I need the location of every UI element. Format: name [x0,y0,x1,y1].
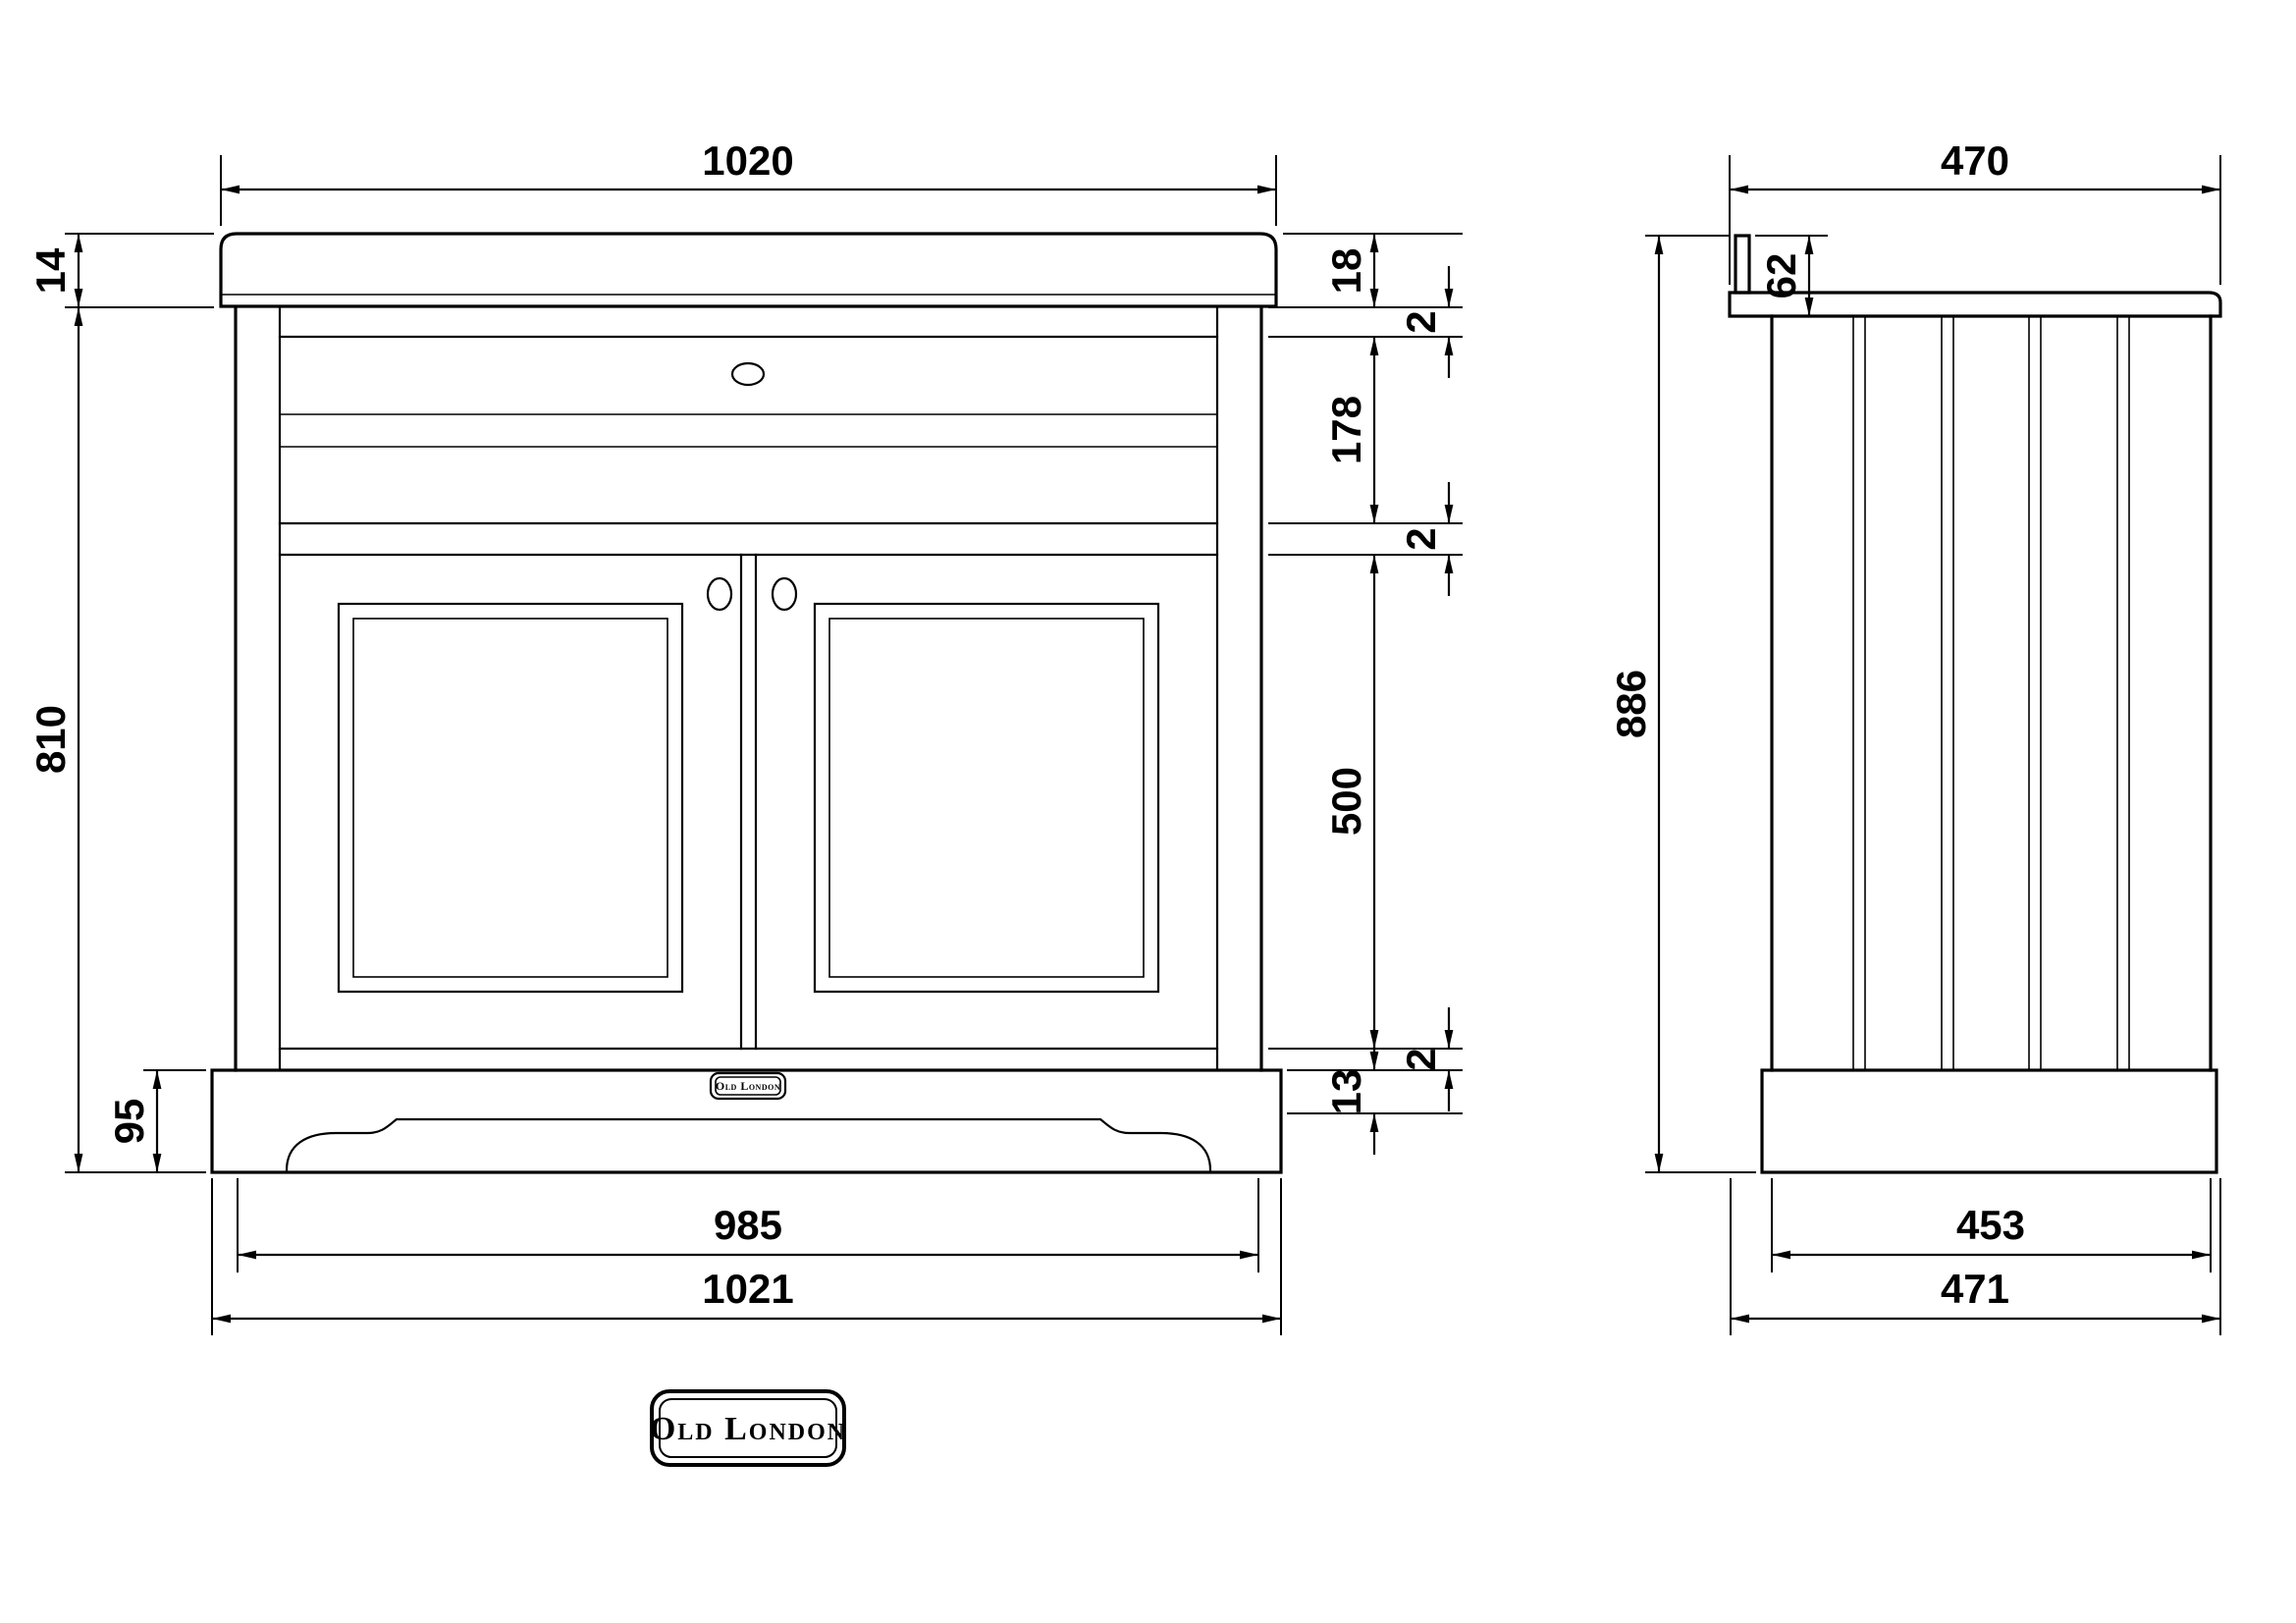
plinth: Old London [210,1068,1283,1174]
dimension-value: 471 [1941,1266,2009,1312]
dimension-value: 178 [1323,396,1369,464]
cabinet-doors [278,553,1219,1051]
dim-side-top-depth: 470 [1729,137,2221,285]
dimension-value: 62 [1758,253,1804,299]
dim-side-overall-depth: 471 [1730,1178,2221,1335]
side-view: 470 62 886 453 471 [1608,137,2222,1335]
left-door-knob [706,576,733,612]
dimension-value: 470 [1941,137,2009,184]
right-door-knob [771,576,798,612]
dim-front-gap-counter-drawer: 2 [1268,266,1463,378]
dim-front-door-height: 500 [1268,555,1463,1050]
cabinet-carcass [234,305,1263,1072]
side-countertop-outline [1728,291,2222,318]
right-door-panel [813,602,1160,994]
drawer-front [278,361,1219,525]
dimension-value: 95 [106,1099,152,1145]
plinth-badge-outer [709,1071,787,1101]
dimension-value: 810 [27,705,74,774]
dimension-value: 2 [1398,310,1444,333]
plinth-apron-curve [285,1117,1212,1172]
dimension-value: 1021 [702,1266,793,1312]
logo-badge-outer-border [650,1389,846,1467]
dimension-value: 18 [1323,248,1369,295]
dimension-value: 500 [1323,767,1369,836]
dimension-value: 1020 [702,137,793,184]
dim-front-base-width: 985 [237,1178,1259,1272]
logo-badge-inner-border [659,1398,837,1458]
dimension-value: 2 [1398,1048,1444,1070]
dimension-value: 2 [1398,527,1444,550]
side-panel [1770,314,2213,1072]
dim-front-body-height: 810 [27,307,206,1173]
logo-text: Old London [650,1411,846,1447]
dim-front-plinth-lip: 13 [1287,1029,1463,1155]
plinth-badge-inner [715,1076,781,1096]
brand-logo-badge: Old London [650,1389,846,1467]
countertop [219,232,1278,308]
side-plinth-outline [1760,1068,2218,1174]
dimension-value: 453 [1956,1202,2025,1248]
countertop-outline [219,232,1278,308]
dim-front-counter-lip: 14 [27,233,214,308]
front-view: Old London 1020 14 810 95 [27,137,1463,1335]
left-door-panel-bevel [352,618,668,978]
dimension-value: 985 [714,1202,782,1248]
dim-side-upstand-height: 62 [1755,235,1828,316]
dimension-value: 886 [1608,670,1654,738]
drawer-knob [730,361,766,387]
plinth-badge-text: Old London [716,1079,780,1093]
dimension-value: 14 [27,247,74,294]
side-countertop [1728,234,2222,318]
side-plinth [1760,1068,2218,1174]
upstand-profile [1734,234,1751,295]
dim-side-base-depth: 453 [1771,1178,2212,1272]
right-door-panel-bevel [828,618,1145,978]
dim-front-overall-width: 1021 [211,1178,1282,1335]
dim-front-drawer-height: 178 [1268,337,1463,524]
plinth-badge: Old London [709,1071,787,1101]
dim-side-overall-height: 886 [1608,235,1756,1173]
plinth-outline [210,1068,1283,1174]
dim-front-top-width: 1020 [220,137,1277,226]
dimension-value: 13 [1323,1069,1369,1115]
dim-front-gap-drawer-door: 2 [1268,482,1463,596]
dim-front-plinth-height: 95 [106,1069,206,1172]
dim-front-counter-thickness: 18 [1268,233,1463,308]
left-door-panel [337,602,684,994]
